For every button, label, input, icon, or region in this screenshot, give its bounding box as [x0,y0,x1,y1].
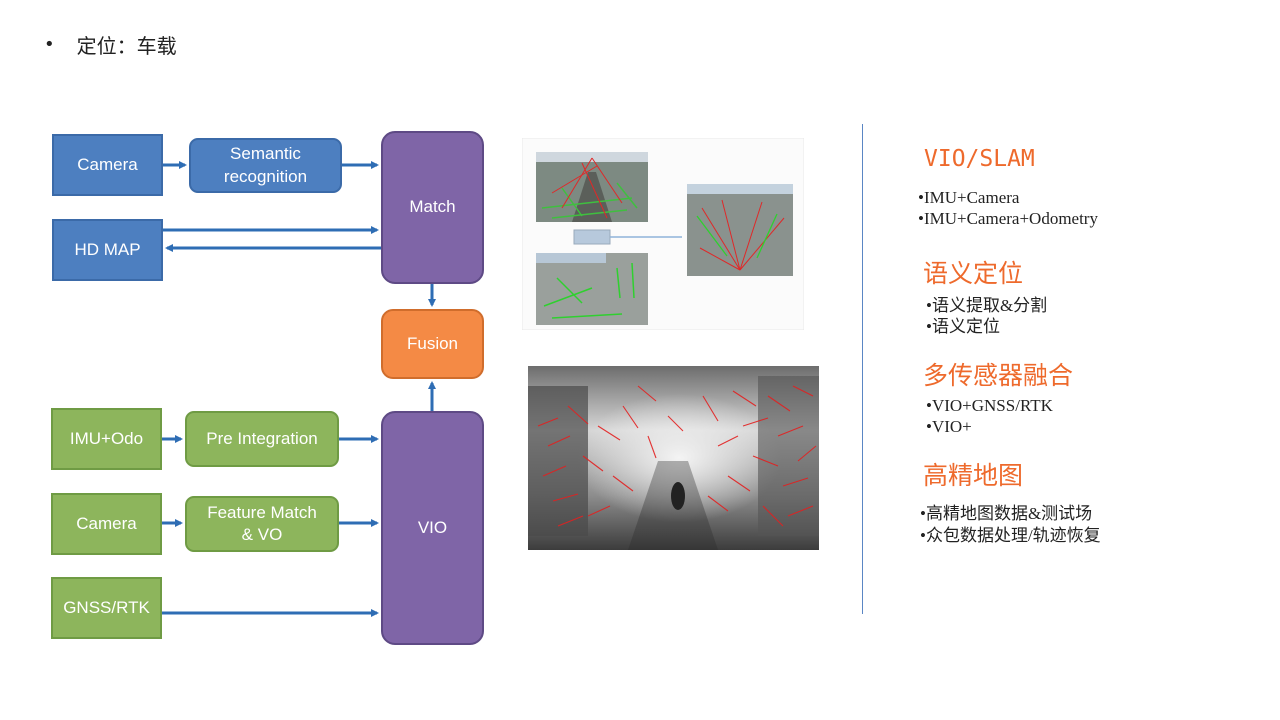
vio-box: VIO [381,411,484,645]
item-semantic-extraction: •语义提取&分割 [926,296,1048,315]
heading-semantic-localization: 语义定位 [923,259,1024,288]
slide-title: • 定位：车载 [44,30,177,59]
fusion-box: Fusion [381,309,484,379]
heading-vio-slam: VIO/SLAM [924,146,1035,172]
pre-integration-box: Pre Integration [185,411,339,467]
feature-tracking-illustration [528,366,819,550]
bullet-dot: • [44,34,55,55]
item-semantic-localization: •语义定位 [926,317,1000,336]
feature-match-box: Feature Match & VO [185,496,339,552]
matching-box-image [573,229,611,245]
item-vio-plus: •VIO+ [926,417,972,436]
imu-odo-box: IMU+Odo [51,408,162,470]
item-hd-map-data: •高精地图数据&测试场 [920,504,1093,523]
hd-map-box: HD MAP [52,219,163,281]
semantic-localization-illustration [522,138,804,330]
heading-multi-sensor-fusion: 多传感器融合 [923,361,1074,390]
item-crowdsource-data: •众包数据处理/轨迹恢复 [920,526,1101,545]
camera-top-box: Camera [52,134,163,196]
divider-line [862,124,863,614]
slide-title-text: 定位：车载 [76,34,177,58]
hd-map-view-image [536,253,648,325]
item-vio-gnss-rtk: •VIO+GNSS/RTK [926,396,1053,415]
semantic-recognition-box: Semantic recognition [189,138,342,193]
item-imu-camera-odometry: •IMU+Camera+Odometry [918,209,1098,228]
match-box: Match [381,131,484,284]
heading-hd-map: 高精地图 [923,461,1024,490]
gnss-rtk-box: GNSS/RTK [51,577,162,639]
result-view-image [687,184,793,276]
item-imu-camera: •IMU+Camera [918,188,1020,207]
camera-bottom-box: Camera [51,493,162,555]
